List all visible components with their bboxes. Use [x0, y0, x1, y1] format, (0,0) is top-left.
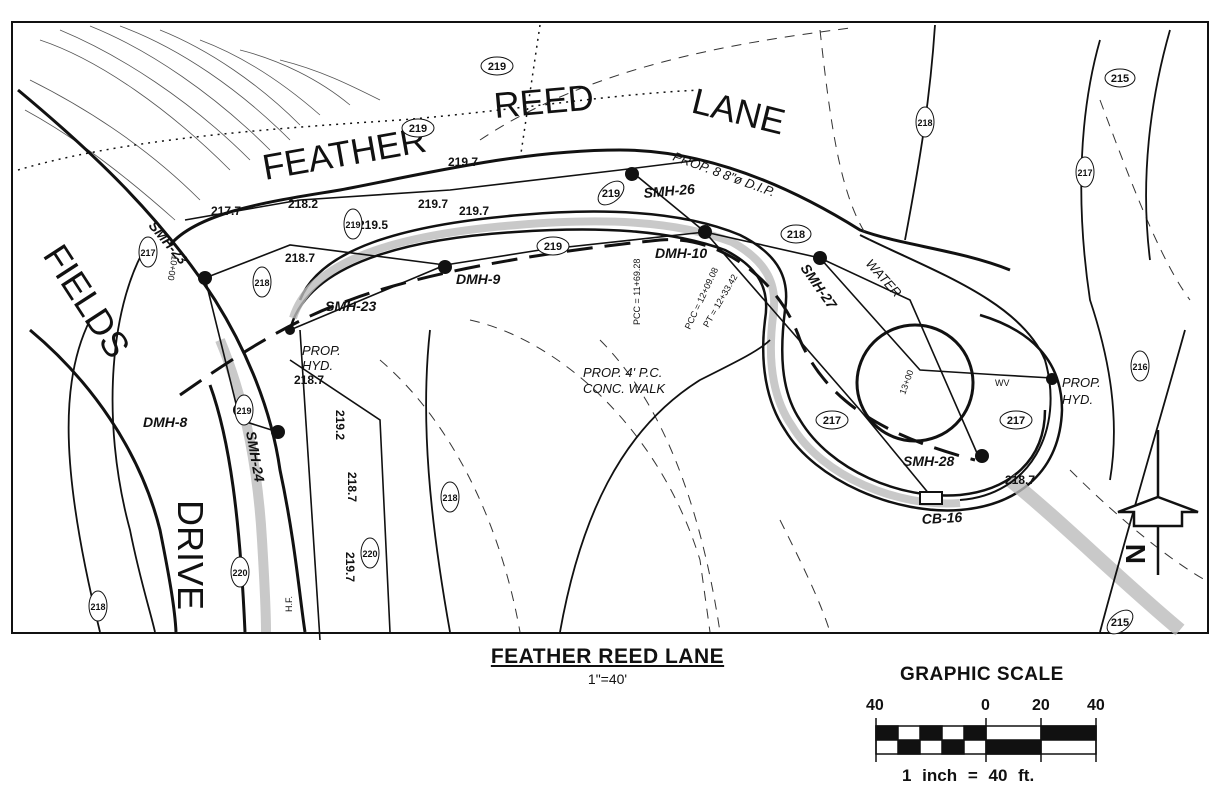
label-smh23-b: SMH-23	[325, 298, 377, 314]
label-pcc-a: PCC = 11+69.28	[632, 259, 642, 325]
contour-label: 220	[362, 549, 377, 559]
dashed-contours	[379, 27, 1206, 633]
catch-basin-icon	[919, 491, 943, 505]
contour-label: 217	[1077, 168, 1092, 178]
contour-label: 216	[1132, 362, 1147, 372]
contour-label: 219	[345, 220, 360, 230]
label-walk-2: CONC. WALK	[583, 381, 666, 396]
street-label-reed: REED	[492, 76, 595, 126]
street-label-lane: LANE	[688, 80, 789, 143]
spot-elevation: 219.7	[343, 552, 357, 582]
utility-lines	[184, 159, 1053, 641]
contour-label: 219	[602, 188, 620, 200]
label-wv: WV	[995, 378, 1010, 388]
cul-de-sac-outer	[859, 234, 1052, 501]
contour-label: 220	[232, 568, 247, 578]
contour-label: 218	[90, 602, 105, 612]
contour-label: 218	[442, 493, 457, 503]
graphic-scale-footer: 1 inch = 40 ft.	[902, 766, 1035, 785]
spot-elevation: 219.7	[448, 155, 478, 169]
label-station-10: 10+00	[166, 255, 180, 282]
spot-elevation: 218.7	[294, 373, 324, 387]
embankment-contours	[24, 25, 381, 221]
contour-label: 218	[917, 118, 932, 128]
label-hyd-b2: HYD.	[1062, 392, 1093, 407]
contour-label: 219	[236, 406, 251, 416]
street-label-drive: DRIVE	[170, 500, 211, 610]
scale-tick-label: 20	[1032, 697, 1050, 714]
contour-bubbles: 219 219 219 219 219 218 217 217 218 219 …	[88, 56, 1150, 635]
contour-label: 219	[409, 123, 427, 135]
label-smh26: SMH-26	[643, 181, 696, 201]
spot-elevation: 218.7	[1005, 473, 1035, 487]
label-station-13: 13+00	[897, 369, 915, 396]
cul-de-sac-island	[855, 323, 975, 443]
contour-label: 215	[1111, 617, 1129, 629]
plan-title-block: FEATHER REED LANE 1"=40'	[470, 645, 745, 687]
graphic-scale-bar	[875, 718, 1097, 762]
road-centerline	[179, 238, 976, 462]
map-frame	[11, 21, 1209, 634]
contour-label: 217	[1007, 415, 1025, 427]
label-hyd-b1: PROP.	[1062, 375, 1101, 390]
spot-elevation: 219.7	[418, 197, 448, 211]
sidewalk-shading-3	[215, 338, 271, 633]
sidewalk-shading	[289, 217, 961, 508]
label-pcc-b: PCC = 12+09.08	[683, 266, 720, 331]
solid-contours	[67, 24, 1186, 633]
contour-label: 215	[1111, 73, 1129, 85]
contour-label: 219	[544, 241, 562, 253]
plan-title: FEATHER REED LANE	[490, 645, 725, 668]
right-of-way-line-2	[519, 24, 541, 161]
label-smh28: SMH-28	[903, 453, 955, 469]
manholes	[198, 167, 1058, 463]
label-hyd-a1: PROP.	[302, 343, 341, 358]
label-dmh10: DMH-10	[655, 245, 707, 261]
spot-elevation: 218.7	[285, 251, 315, 265]
plan-scale: 1"=40'	[587, 671, 628, 687]
inner-curb	[288, 210, 1064, 512]
contour-label: 217	[140, 248, 155, 258]
north-arrow-label: N	[1120, 544, 1151, 564]
graphic-scale-title: GRAPHIC SCALE	[900, 664, 1064, 685]
contour-label: 217	[823, 415, 841, 427]
label-water: WATER	[863, 256, 905, 300]
scale-tick-label: 40	[1087, 697, 1105, 714]
contour-label: 218	[254, 278, 269, 288]
sidewalk-shading-2	[1005, 474, 1185, 636]
spot-elevation: 219.5	[358, 218, 388, 232]
label-smh27: SMH-27	[798, 261, 841, 313]
right-of-way-line	[17, 89, 701, 171]
label-walk-1: PROP. 4' P.C.	[583, 365, 662, 380]
road-curbs	[17, 88, 1011, 633]
spot-elevation: 219.7	[459, 204, 489, 218]
contour-label: 219	[488, 61, 506, 73]
spot-elevation: 218.7	[345, 472, 359, 502]
street-label-fields: FIELDS	[35, 237, 138, 365]
spot-elevation: 219.2	[333, 410, 347, 440]
label-hf: H.F.	[284, 596, 294, 612]
north-arrow-icon	[1117, 430, 1199, 575]
spot-elevation: 218.2	[288, 197, 318, 211]
scale-tick-label: 0	[981, 697, 990, 714]
label-smh24: SMH-24	[243, 430, 268, 484]
spot-elevation: 217.7	[211, 204, 241, 218]
label-dmh8: DMH-8	[143, 414, 188, 430]
label-dmh9: DMH-9	[456, 271, 501, 287]
label-hyd-a2: HYD.	[302, 358, 333, 373]
contour-label: 218	[787, 229, 805, 241]
label-cb16: CB-16	[921, 509, 962, 527]
scale-tick-label: 40	[866, 697, 884, 714]
